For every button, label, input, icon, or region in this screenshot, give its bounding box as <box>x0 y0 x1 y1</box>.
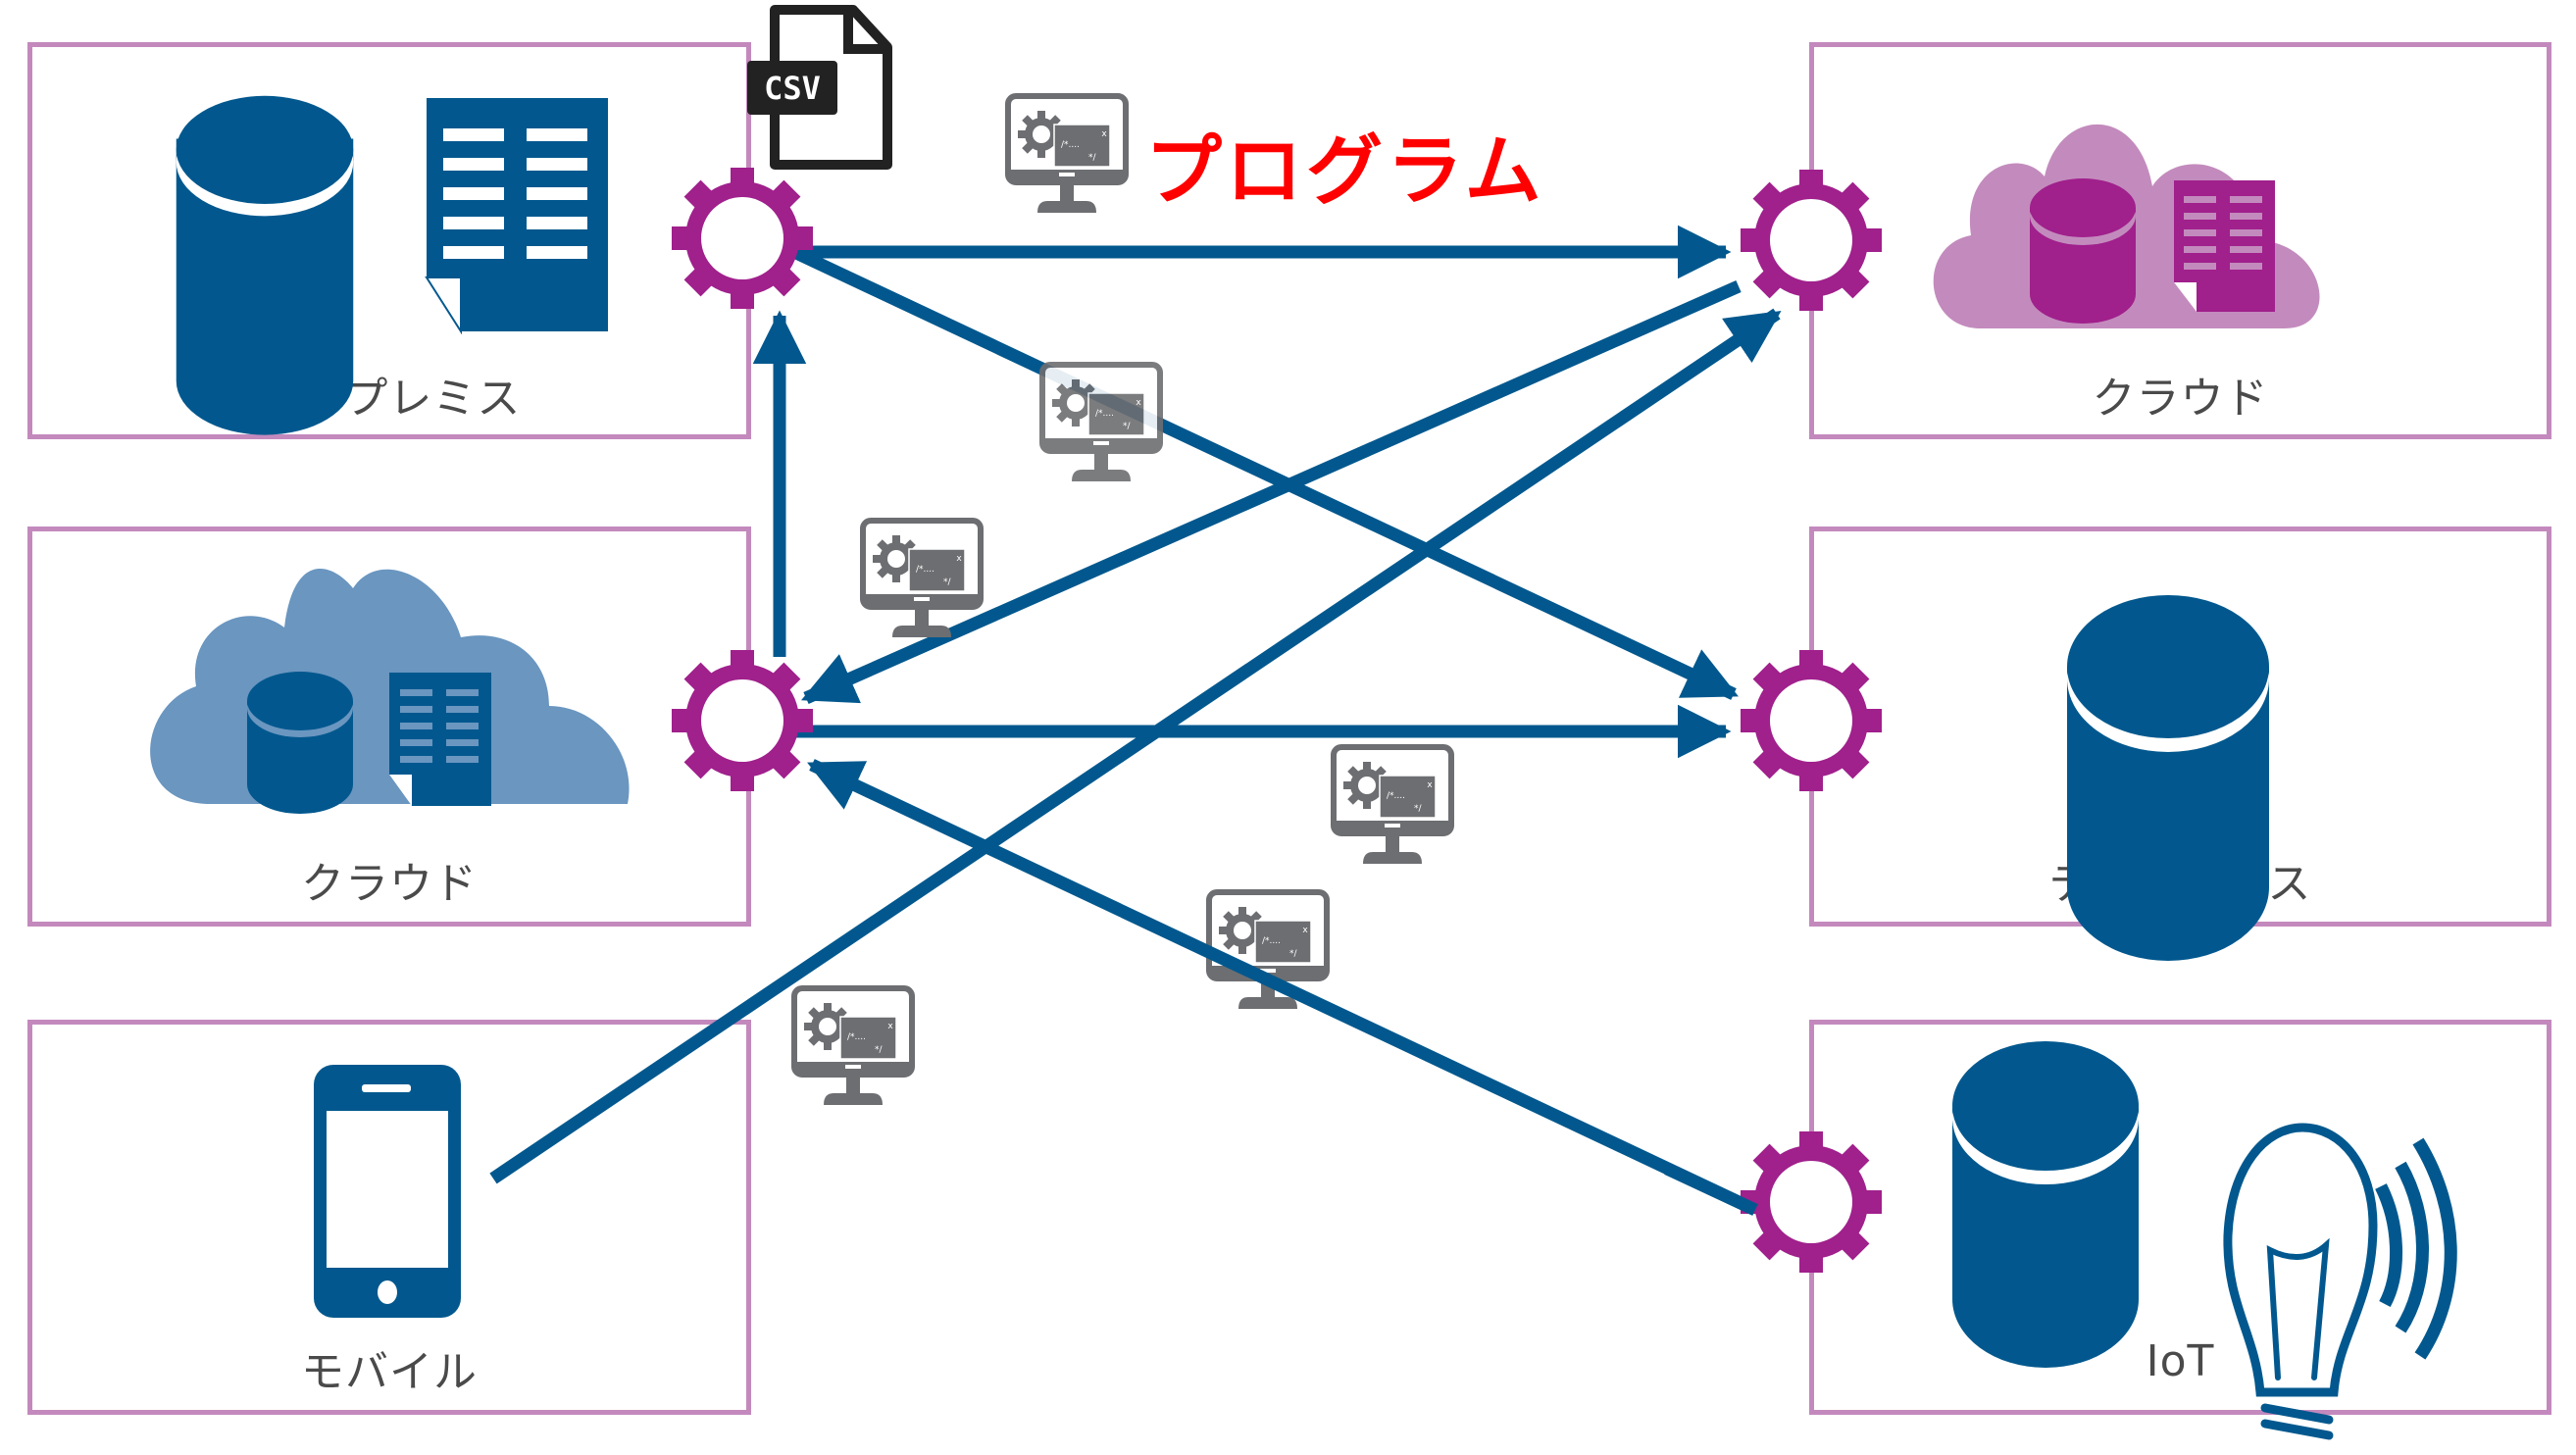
program-icon <box>1042 365 1160 481</box>
wireless-signal-icon <box>2375 1137 2457 1360</box>
target-label-iot: IoT <box>2146 1336 2215 1386</box>
connector-mobile-to-cloudright <box>489 308 1782 1184</box>
program-icon <box>1334 747 1451 864</box>
gear-icon-database <box>1711 621 1911 821</box>
program-title: プログラム <box>1145 127 1545 216</box>
csv-badge-label: CSV <box>764 70 821 107</box>
source-label-mobile: モバイル <box>301 1347 478 1397</box>
connector-onpremise-to-database <box>793 247 1739 700</box>
program-icon <box>863 521 981 637</box>
connectors <box>489 225 1782 1215</box>
connector-cloudright-to-cloudleft <box>801 280 1742 704</box>
csv-file-icon: CSV <box>747 5 892 170</box>
connector-iot-to-cloudleft <box>807 759 1756 1215</box>
cloud-left-database-icon <box>247 672 353 814</box>
connector-iot-end <box>1664 1163 1758 1216</box>
cloud-right-document-icon <box>2174 180 2275 312</box>
program-icon <box>1008 96 1126 213</box>
target-label-cloud: クラウド <box>2092 374 2269 424</box>
iot-database-icon <box>1952 1041 2139 1368</box>
program-icon <box>794 988 912 1105</box>
program-icon <box>1209 892 1327 1009</box>
cloud-right-database-icon <box>2030 178 2136 324</box>
source-label-cloud: クラウド <box>301 859 478 909</box>
gear-icon-cloud-left <box>642 621 842 821</box>
lightbulb-icon <box>2223 1123 2378 1440</box>
gear-icon-cloud-right <box>1711 140 1911 340</box>
database-icon <box>2067 595 2269 961</box>
onpremise-database-icon <box>176 95 354 435</box>
cloud-left-document-icon <box>389 673 491 806</box>
onpremise-document-icon <box>425 98 608 335</box>
smartphone-icon <box>314 1065 461 1318</box>
